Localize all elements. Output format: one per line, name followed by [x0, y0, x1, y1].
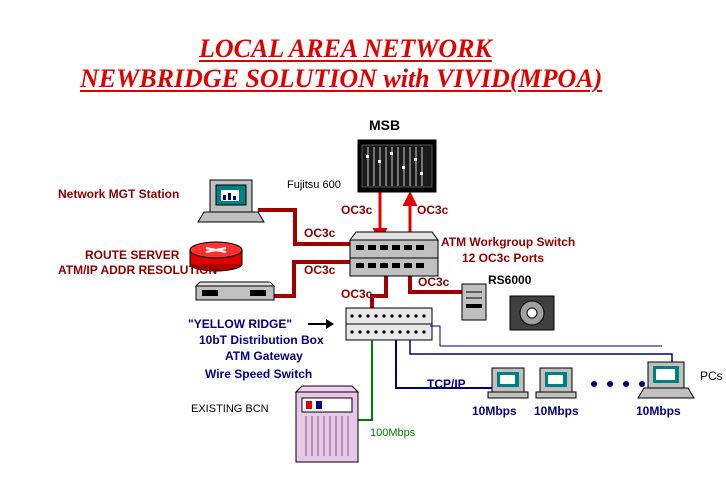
- mgt-station-label: Network MGT Station: [58, 187, 180, 201]
- rs6000-label: RS6000: [488, 273, 532, 287]
- pc-1: [487, 367, 529, 399]
- pc-ellipsis-dots: [591, 381, 645, 387]
- atm-switch-device: [349, 231, 439, 277]
- yellowridge-label-3: ATM Gateway: [225, 349, 303, 363]
- fujitsu-chassis: [357, 139, 437, 193]
- speed-label-bcn: 100Mbps: [370, 427, 416, 439]
- mgt-station-computer: [197, 179, 265, 223]
- msb-label: MSB: [369, 117, 401, 133]
- yellowridge-label-1: "YELLOW RIDGE": [188, 317, 293, 331]
- oc3c-label-fujitsu-right: OC3c: [417, 203, 449, 217]
- title-line-1: LOCAL AREA NETWORK: [199, 34, 492, 63]
- link-switch-to-yellowridge: [370, 276, 388, 310]
- yellowridge-label-4: Wire Speed Switch: [205, 367, 313, 381]
- route-server-label-2: ATM/IP ADDR RESOLUTION: [58, 263, 218, 277]
- link-yellowridge-to-bcn: [358, 340, 373, 421]
- route-server-label-1: ROUTE SERVER: [85, 248, 180, 262]
- oc3c-label-mgt: OC3c: [304, 226, 336, 240]
- oc3c-label-rs6000: OC3c: [418, 275, 450, 289]
- tcpip-label: TCP/IP: [427, 377, 466, 391]
- speed-label-pc3: 10Mbps: [636, 404, 681, 418]
- oc3c-label-yellow: OC3c: [341, 287, 373, 301]
- yellowridge-pointer-arrow: [308, 319, 334, 329]
- link-yellowridge-to-pc: [395, 340, 492, 389]
- rs6000-device: [461, 283, 555, 331]
- link-mgt-to-switch: [258, 208, 350, 246]
- lan-links: [358, 325, 673, 421]
- link-switch-to-rs6000: [408, 276, 462, 294]
- title-line-2: NEWBRIDGE SOLUTION with VIVID(MPOA): [80, 64, 603, 93]
- link-yellowridge-to-pcs: [409, 340, 673, 362]
- oc3c-label-route: OC3c: [304, 263, 336, 277]
- existing-bcn-label: EXISTING BCN: [191, 403, 269, 415]
- speed-label-pc2: 10Mbps: [534, 404, 579, 418]
- link-yellowridge-to-far: [430, 325, 662, 347]
- speed-label-pc1: 10Mbps: [472, 404, 517, 418]
- yellowridge-device: [345, 307, 433, 341]
- pc-3: [637, 361, 695, 399]
- yellowridge-label-2: 10bT Distribution Box: [199, 333, 324, 347]
- atm-switch-label-1: ATM Workgroup Switch: [441, 235, 576, 249]
- atm-switch-label-2: 12 OC3c Ports: [462, 251, 545, 265]
- oc3c-label-fujitsu-left: OC3c: [341, 203, 373, 217]
- pc-2: [535, 367, 577, 399]
- pcs-label: PCs: [700, 369, 723, 383]
- fujitsu-label: Fujitsu 600: [287, 179, 341, 191]
- route-server-device: [189, 241, 276, 301]
- link-route-to-switch: [274, 260, 350, 298]
- bcn-chassis: [294, 385, 360, 463]
